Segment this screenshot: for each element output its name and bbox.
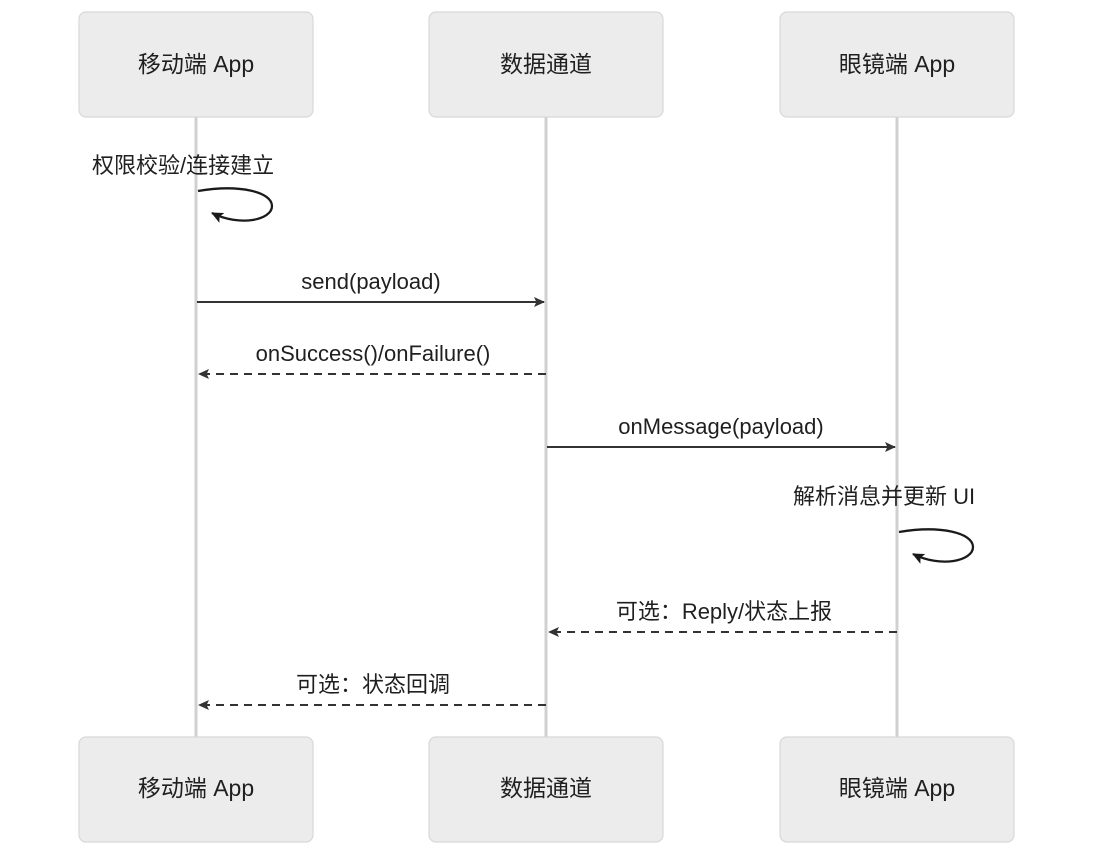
participant-mobile-bottom[interactable]: 移动端 App (78, 736, 314, 843)
message-label-parse-and-update-ui: 解析消息并更新 UI (793, 484, 975, 509)
participant-mobile-top[interactable]: 移动端 App (78, 11, 314, 118)
message-send-payload[interactable]: send(payload) (197, 269, 545, 307)
lifelines (194, 117, 899, 737)
message-parse-and-update-ui[interactable]: 解析消息并更新 UI (793, 484, 975, 564)
participant-label-glasses-top: 眼镜端 App (839, 51, 955, 77)
message-onsuccess-onfailure[interactable]: onSuccess()/onFailure() (198, 341, 546, 379)
participant-label-channel-top: 数据通道 (500, 51, 592, 77)
self-loop-mobile (197, 187, 274, 223)
participant-label-mobile-top: 移动端 App (138, 51, 254, 77)
participant-glasses-bottom[interactable]: 眼镜端 App (779, 736, 1015, 843)
message-label-send-payload: send(payload) (301, 269, 440, 294)
message-onmessage-payload[interactable]: onMessage(payload) (547, 414, 896, 452)
message-optional-reply[interactable]: 可选：Reply/状态上报 (548, 599, 897, 637)
message-permission-check[interactable]: 权限校验/连接建立 (92, 153, 274, 223)
participant-glasses-top[interactable]: 眼镜端 App (779, 11, 1015, 118)
message-label-optional-reply: 可选：Reply/状态上报 (616, 599, 832, 624)
message-label-permission-check: 权限校验/连接建立 (92, 153, 274, 178)
participant-label-glasses-bottom: 眼镜端 App (839, 775, 955, 801)
message-label-onmessage-payload: onMessage(payload) (618, 414, 823, 439)
participant-channel-bottom[interactable]: 数据通道 (428, 736, 664, 843)
message-optional-status-callback[interactable]: 可选：状态回调 (198, 672, 546, 710)
participant-label-mobile-bottom: 移动端 App (138, 775, 254, 801)
self-loop-glasses (898, 528, 975, 564)
participant-channel-top[interactable]: 数据通道 (428, 11, 664, 118)
participant-label-channel-bottom: 数据通道 (500, 775, 592, 801)
message-label-optional-status-callback: 可选：状态回调 (296, 672, 450, 697)
message-label-onsuccess-onfailure: onSuccess()/onFailure() (256, 341, 491, 366)
